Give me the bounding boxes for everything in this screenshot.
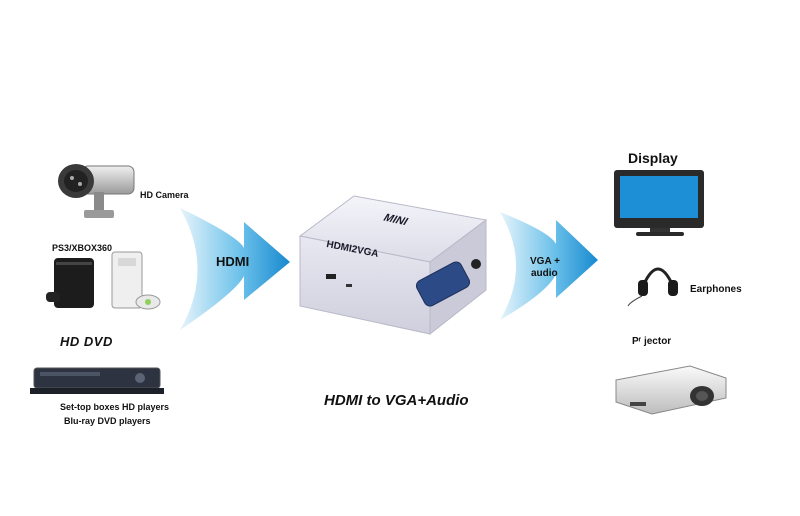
usb-power-port <box>326 274 336 279</box>
hd-camera-label: HD Camera <box>140 190 189 200</box>
consoles-label: PS3/XBOX360 <box>52 243 113 253</box>
dvd-player-icon <box>30 367 164 394</box>
vga-port <box>415 261 471 307</box>
audio-jack <box>471 259 481 269</box>
display-label: Display <box>628 150 678 166</box>
projector-icon <box>615 365 727 415</box>
players-label-line1: Set-top boxes HD players <box>60 402 170 412</box>
diagram-caption: HDMI to VGA+Audio <box>324 392 469 409</box>
hdmi2vga-converter <box>298 195 488 336</box>
xbox360-console-icon <box>111 251 161 310</box>
projector-label: Pʳ jector <box>632 336 672 347</box>
hd-camera-icon <box>58 164 135 218</box>
hd-dvd-logo: HD DVD <box>60 334 113 349</box>
vga-audio-output-arrow <box>500 212 598 320</box>
earphones-label: Earphones <box>690 284 742 295</box>
ps3-console-icon <box>46 258 94 308</box>
vga-arrow-label-line2: audio <box>531 268 558 279</box>
hdmi-arrow-label: HDMI <box>216 254 250 269</box>
vga-arrow-label-line1: VGA + <box>530 256 560 267</box>
hdmi-input-arrow <box>180 208 290 330</box>
players-label-line2: Blu-ray DVD players <box>64 416 151 426</box>
earphones-icon <box>627 267 678 307</box>
display-monitor-icon <box>614 170 704 236</box>
